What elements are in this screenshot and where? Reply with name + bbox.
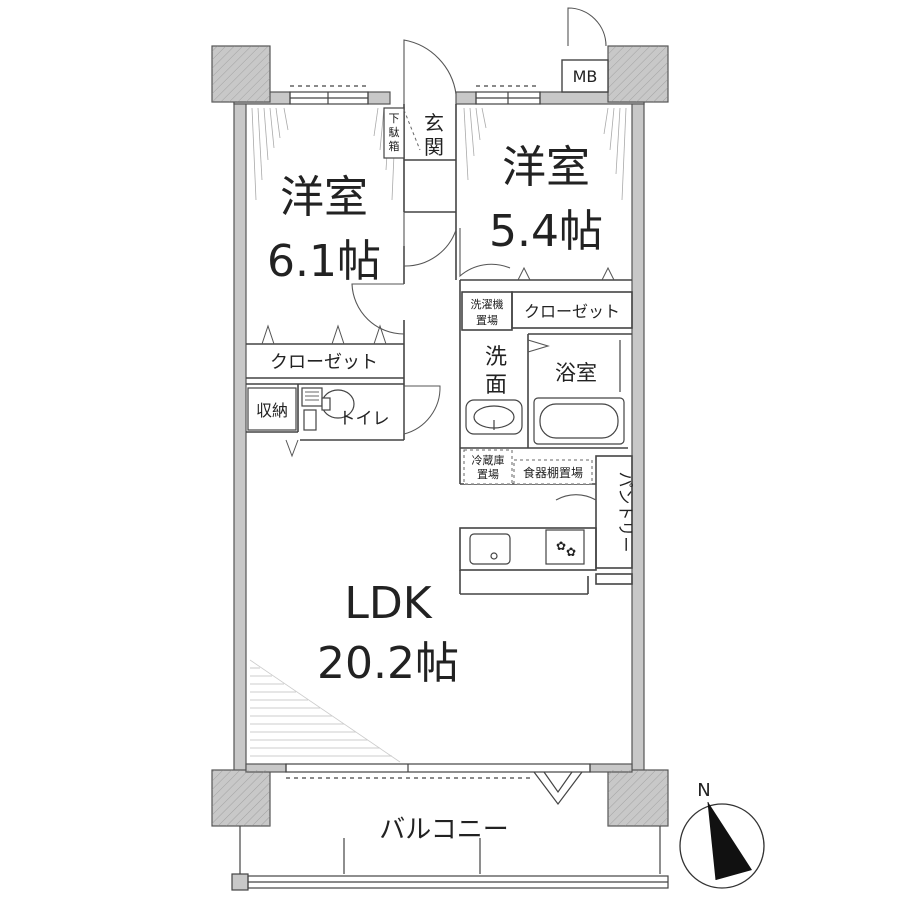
pantry-text: パントリー bbox=[616, 472, 635, 553]
storage-box bbox=[247, 387, 297, 431]
svg-text:✿: ✿ bbox=[556, 539, 566, 553]
bottom-windows bbox=[285, 763, 591, 805]
entrance-name-1: 玄 bbox=[424, 111, 444, 135]
room-a-size: 6.1帖 bbox=[267, 236, 381, 287]
washer-label-2: 置場 bbox=[476, 314, 498, 327]
bath-tub bbox=[533, 340, 625, 445]
meter-box-label: MB bbox=[573, 67, 598, 86]
meter-box bbox=[561, 59, 609, 93]
closet-door-marks bbox=[261, 266, 615, 458]
compass-north-label: N bbox=[697, 780, 710, 801]
toilet-name: トイレ bbox=[339, 409, 390, 429]
bath-name: 浴室 bbox=[555, 361, 597, 385]
shoe-box-label-3: 箱 bbox=[389, 139, 400, 153]
storage-label: 収納 bbox=[256, 401, 288, 420]
room-b-size: 5.4帖 bbox=[489, 206, 603, 257]
ldk-size: 20.2帖 bbox=[317, 638, 459, 689]
ldk-light-hatch bbox=[249, 659, 401, 763]
closet-a-label: クローゼット bbox=[270, 352, 378, 373]
wash-name-1: 洗 bbox=[485, 345, 507, 370]
ldk-name: LDK bbox=[344, 578, 432, 629]
dish-shelf-label: 食器棚置場 bbox=[523, 465, 583, 480]
wash-basin bbox=[465, 399, 523, 435]
pantry-label: パントリー bbox=[616, 472, 635, 553]
doors bbox=[351, 7, 607, 501]
shoe-box bbox=[383, 107, 405, 159]
entrance-name-2: 関 bbox=[424, 135, 444, 159]
column-hatching bbox=[212, 46, 668, 826]
room-b-name: 洋室 bbox=[502, 142, 590, 193]
fridge-space bbox=[463, 449, 513, 485]
balcony-name: バルコニー bbox=[379, 815, 508, 845]
svg-text:✿: ✿ bbox=[566, 545, 576, 559]
fridge-label-1: 冷蔵庫 bbox=[472, 453, 505, 467]
dish-shelf-space bbox=[513, 459, 593, 485]
kitchen-fixtures: ✿ ✿ bbox=[469, 529, 585, 565]
top-windows bbox=[289, 85, 541, 105]
toilet-fixture bbox=[301, 387, 355, 431]
closet-b-label: クローゼット bbox=[524, 302, 620, 321]
wash-name-2: 面 bbox=[485, 373, 507, 398]
shoe-box-label-1: 下 bbox=[389, 112, 400, 125]
room-a-name: 洋室 bbox=[280, 172, 368, 223]
balcony bbox=[231, 826, 669, 891]
fridge-label-2: 置場 bbox=[477, 468, 499, 481]
washer-label-1: 洗濯機 bbox=[471, 297, 504, 311]
compass-icon bbox=[679, 801, 765, 889]
shoe-box-label-2: 駄 bbox=[389, 125, 400, 139]
